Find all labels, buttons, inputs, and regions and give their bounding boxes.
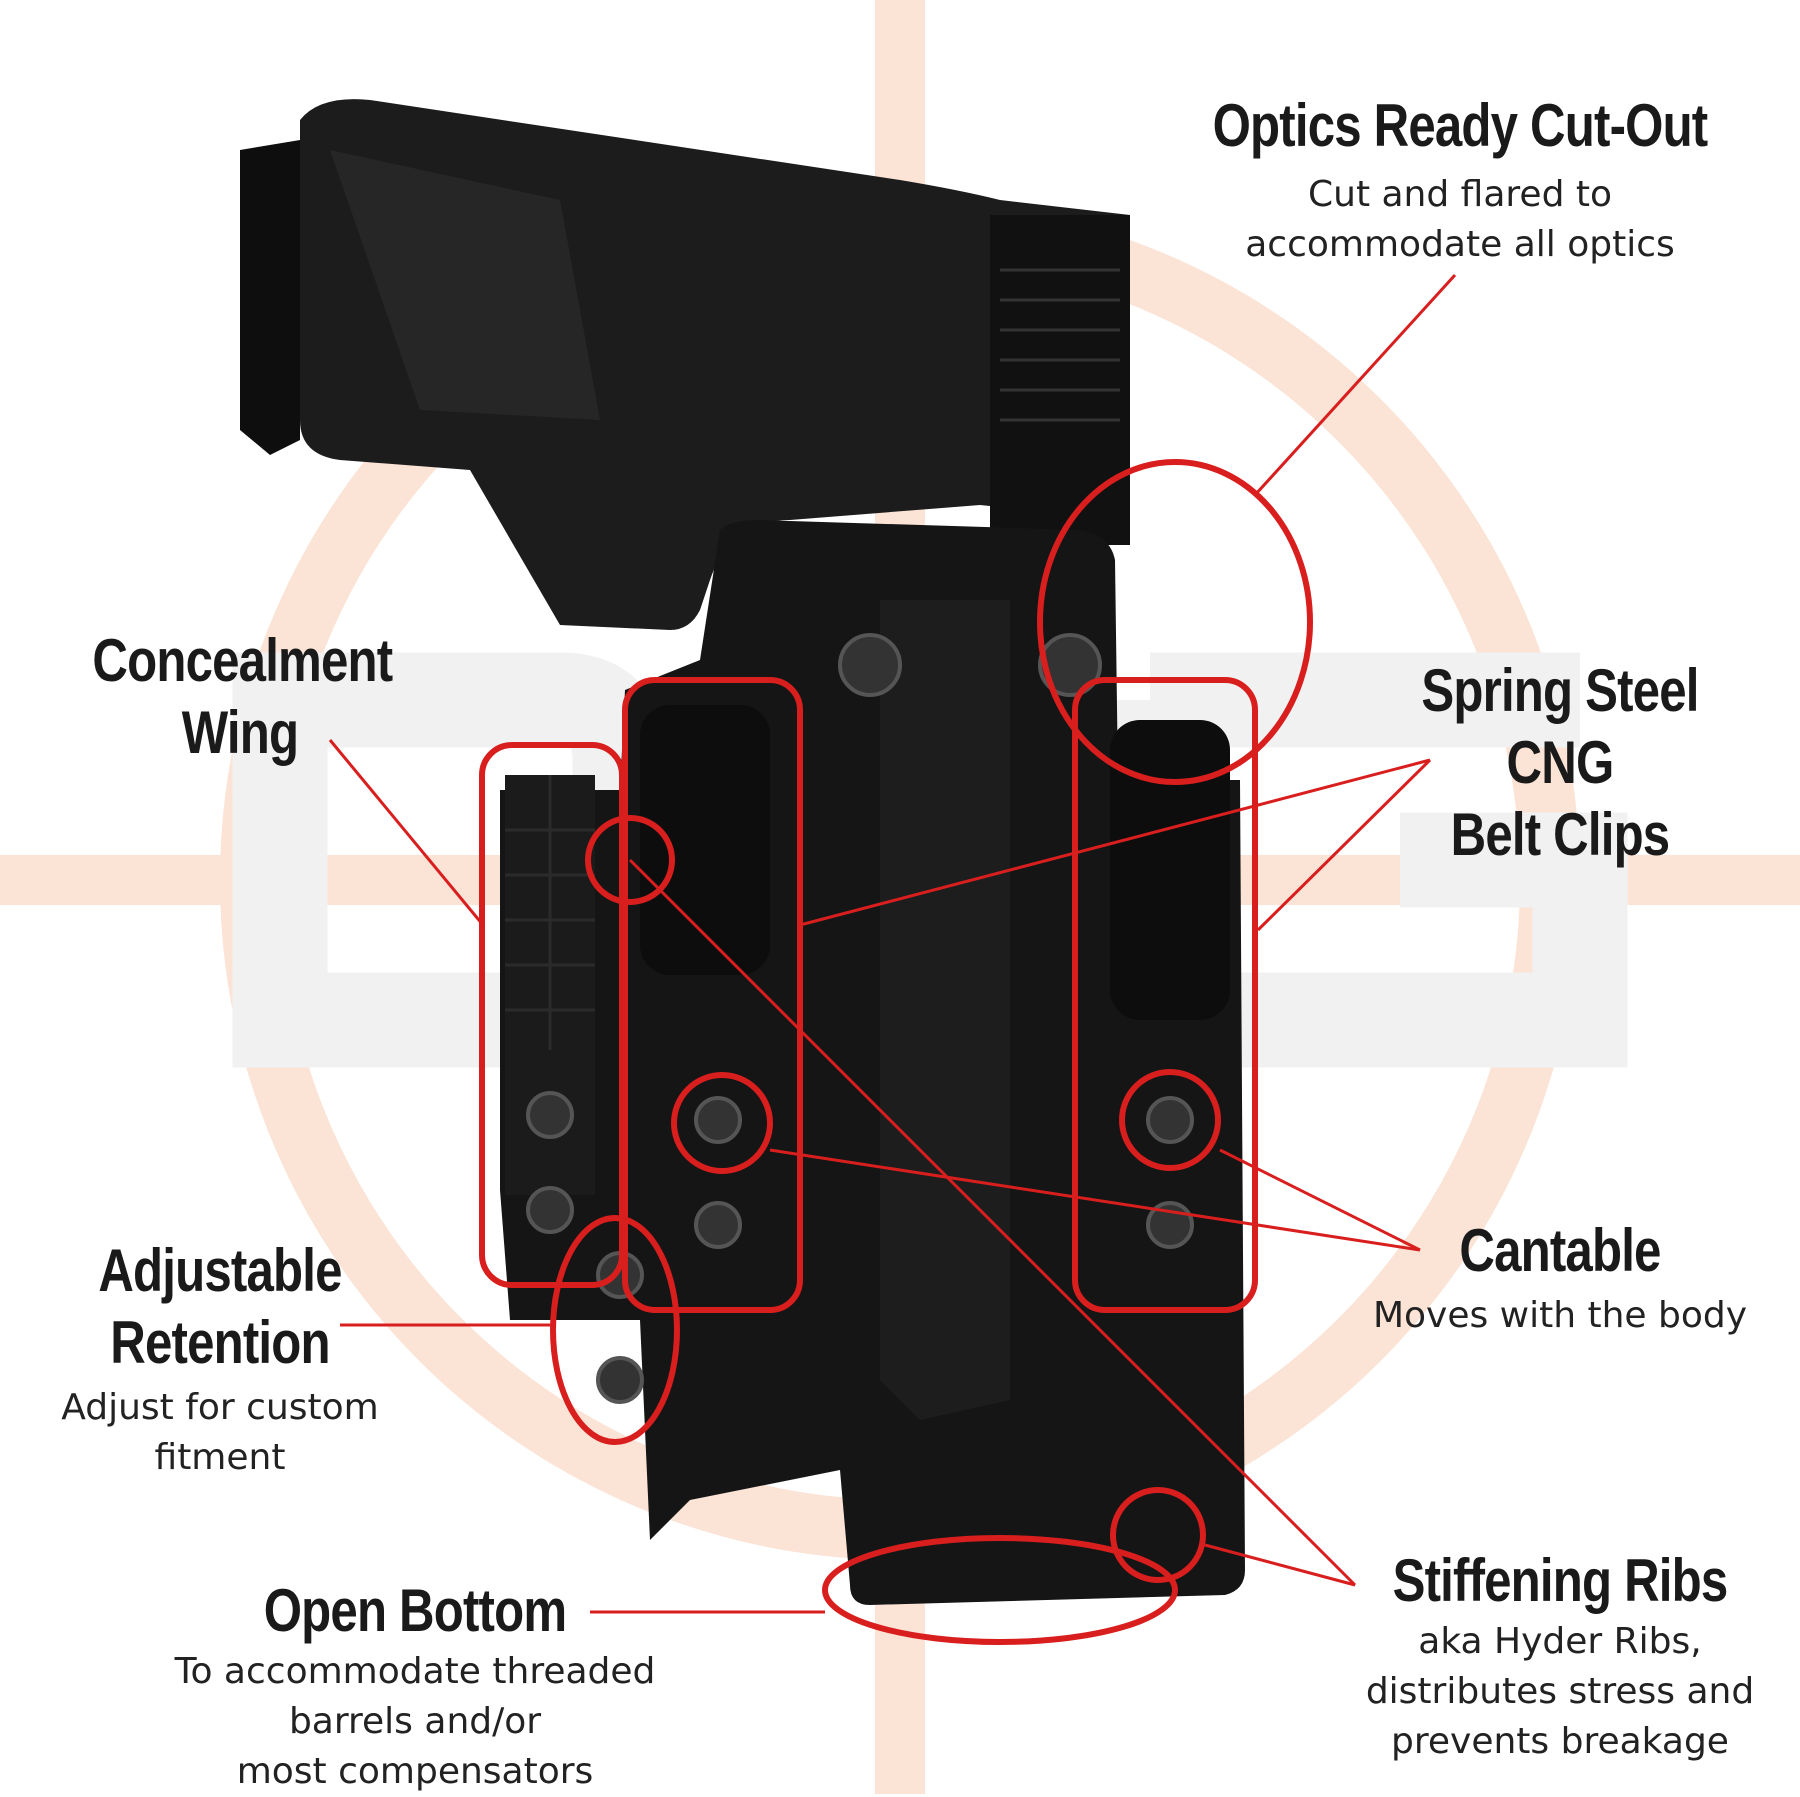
cantable-desc-line: Moves with the body: [1372, 1295, 1748, 1336]
optics-cutout-highlight: [1037, 459, 1313, 785]
wing-callout: Concealment Wing: [60, 625, 420, 769]
clips-title-line: Belt Clips: [1450, 801, 1671, 868]
open-bottom-title: Open Bottom: [263, 1577, 567, 1644]
optics-callout: Optics Ready Cut-Out Cut and flared to a…: [1140, 90, 1780, 270]
ribs-desc-line: aka Hyder Ribs,: [1418, 1621, 1702, 1662]
ribs-desc-line: prevents breakage: [1391, 1721, 1729, 1762]
open-bottom-desc-line: barrels and/or: [288, 1701, 542, 1742]
open-bottom-highlight: [822, 1535, 1178, 1645]
wing-title-line: Wing: [181, 699, 299, 766]
retention-title-line: Adjustable: [98, 1237, 342, 1304]
right-cant-highlight: [1119, 1069, 1221, 1171]
rib-highlight: [1110, 1487, 1206, 1583]
optics-desc-line: accommodate all optics: [1245, 224, 1675, 265]
pistol-silhouette: [240, 99, 1130, 630]
optics-title: Optics Ready Cut-Out: [1212, 92, 1709, 159]
retention-highlight: [550, 1215, 680, 1445]
ribs-title: Stiffening Ribs: [1392, 1547, 1729, 1614]
optics-desc-line: Cut and flared to: [1307, 174, 1612, 215]
retention-desc-line: Adjust for custom: [61, 1387, 379, 1428]
leader-lines: [328, 273, 1457, 1614]
holster-body: [500, 520, 1245, 1605]
wing-pivot-highlight: [585, 815, 675, 905]
open-bottom-desc-line: To accommodate threaded: [174, 1651, 656, 1692]
retention-title-line: Retention: [110, 1309, 330, 1376]
open-bottom-desc-line: most compensators: [236, 1751, 594, 1792]
cantable-callout: Cantable Moves with the body: [1350, 1215, 1770, 1341]
left-cant-highlight: [671, 1072, 773, 1174]
ribs-desc-line: distributes stress and: [1365, 1671, 1755, 1712]
wing-highlight: [479, 742, 625, 1288]
clips-title-line: Spring Steel: [1421, 657, 1699, 724]
ribs-callout: Stiffening Ribs aka Hyder Ribs, distribu…: [1340, 1545, 1780, 1767]
retention-callout: Adjustable Retention Adjust for custom f…: [30, 1235, 410, 1483]
wing-title-line: Concealment: [92, 627, 393, 694]
right-clip-highlight: [1072, 677, 1258, 1313]
retention-desc-line: fitment: [154, 1437, 286, 1478]
holster-screws: [526, 633, 1194, 1404]
clips-callout: Spring Steel CNG Belt Clips: [1380, 655, 1740, 871]
clips-title-line: CNG: [1506, 729, 1615, 796]
cantable-title: Cantable: [1459, 1217, 1661, 1284]
open-bottom-callout: Open Bottom To accommodate threaded barr…: [150, 1575, 680, 1797]
callout-highlights: [479, 459, 1313, 1645]
